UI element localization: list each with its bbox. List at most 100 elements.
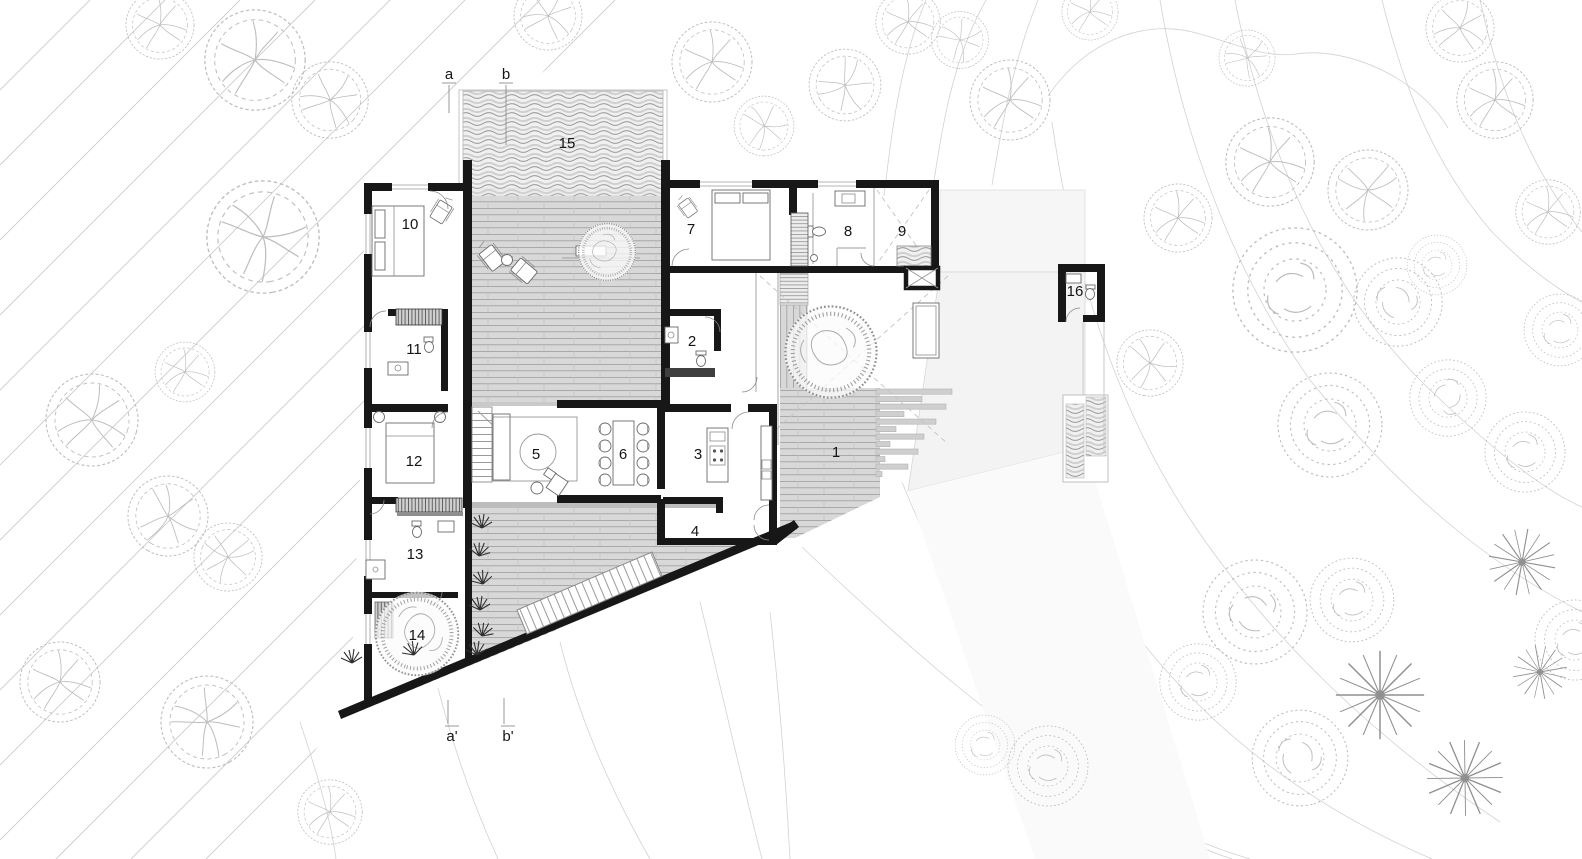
room-label-2: 2 — [688, 333, 696, 350]
pool-edge-transition — [472, 184, 661, 196]
tree — [1321, 143, 1415, 237]
rug-5 — [491, 416, 578, 482]
room-label-15: 15 — [559, 135, 576, 152]
room-label-14: 14 — [409, 627, 426, 644]
tree — [35, 363, 149, 477]
exterior-stair — [516, 551, 663, 635]
tree — [1515, 179, 1581, 245]
tree — [1484, 411, 1566, 493]
room-label-8: 8 — [844, 223, 852, 240]
room-label-7: 7 — [687, 221, 695, 238]
grate-9 — [896, 245, 932, 267]
water-feature-band-left — [1065, 403, 1085, 479]
room-label-11: 11 — [406, 341, 422, 358]
round-rug-5 — [519, 433, 557, 471]
room-label-13: 13 — [407, 546, 424, 563]
sliding-door-track-lower — [471, 502, 718, 508]
tree — [1309, 557, 1395, 643]
tree — [1456, 61, 1534, 139]
bed-12 — [385, 422, 435, 484]
armchair-5 — [545, 472, 569, 497]
chair-10 — [427, 193, 458, 226]
sink-2 — [664, 326, 679, 344]
section-letter-b-prime: b' — [502, 728, 513, 745]
upper-deck — [472, 188, 661, 404]
sink-13 — [437, 520, 455, 533]
room-label-3: 3 — [694, 446, 702, 463]
section-marker-b-top: b — [499, 66, 513, 145]
closet-hatch-10-11 — [395, 308, 443, 326]
tree — [1393, 343, 1503, 453]
tree — [275, 45, 385, 155]
tree — [197, 171, 329, 303]
room-label-10: 10 — [402, 216, 419, 233]
section-marker-a-bottom: a' — [445, 700, 459, 745]
toilet-8 — [812, 226, 826, 237]
section-letter-a-prime: a' — [446, 728, 457, 745]
tree — [1534, 599, 1582, 681]
stepped-deck-1 — [780, 388, 880, 538]
tree — [1143, 183, 1213, 253]
kitchen-island — [706, 427, 729, 483]
furniture — [365, 188, 1096, 606]
tree — [795, 35, 895, 135]
room-label-4: 4 — [691, 523, 699, 540]
tree — [501, 0, 595, 63]
room-label-16: 16 — [1067, 283, 1084, 300]
room-label-9: 9 — [898, 223, 906, 240]
sliding-door-track-upper — [471, 402, 557, 406]
section-marker-a-top: a — [442, 66, 456, 113]
annotations: 1 2 3 4 5 6 7 8 9 10 11 12 13 14 15 16 a… — [402, 66, 1084, 745]
toilet-13 — [412, 526, 422, 538]
tree — [1111, 324, 1189, 402]
tree — [1183, 540, 1327, 684]
tree — [671, 21, 753, 103]
chair-7 — [673, 192, 700, 220]
interior-stair — [471, 406, 493, 483]
tree — [733, 95, 795, 157]
toilet-2 — [696, 355, 706, 367]
tree — [154, 341, 216, 403]
terrace-areas — [907, 189, 1210, 859]
tree — [875, 0, 941, 55]
section-marker-b-bottom: b' — [501, 698, 515, 745]
sink-11 — [387, 361, 409, 376]
tree — [1406, 234, 1468, 296]
tree — [143, 658, 271, 786]
pool — [462, 90, 664, 189]
courtyard-steps — [779, 272, 809, 306]
shower-13 — [365, 559, 386, 580]
room-label-5: 5 — [532, 446, 540, 463]
water-feature-band-right — [1085, 396, 1107, 457]
shower-8 — [810, 254, 818, 262]
tree — [112, 460, 224, 572]
tree — [297, 779, 363, 845]
stair-hatch-7-8 — [790, 212, 809, 267]
palm-tree — [1482, 522, 1562, 602]
tree — [1277, 372, 1383, 478]
decks-and-pool — [458, 89, 1109, 659]
palm-tree — [1335, 650, 1425, 740]
deck-tree — [576, 221, 638, 283]
tree — [1159, 643, 1237, 721]
room-label-6: 6 — [619, 446, 627, 463]
tree — [125, 0, 195, 60]
room-label-12: 12 — [406, 453, 423, 470]
terrace-bench — [912, 302, 940, 359]
tree — [1415, 0, 1505, 73]
palm-tree — [1414, 727, 1516, 829]
kitchen-counter — [760, 425, 773, 501]
closet-bench — [397, 512, 463, 516]
dining-table — [612, 420, 635, 486]
sink-8 — [834, 190, 866, 207]
tree — [969, 59, 1051, 141]
section-letter-b: b — [502, 66, 510, 83]
closet-hatch-12-13 — [395, 497, 463, 513]
toilet-16 — [1085, 288, 1095, 300]
tree — [1061, 0, 1119, 41]
palm-tree — [1502, 634, 1578, 710]
tree — [19, 641, 101, 723]
tree — [1523, 293, 1582, 367]
